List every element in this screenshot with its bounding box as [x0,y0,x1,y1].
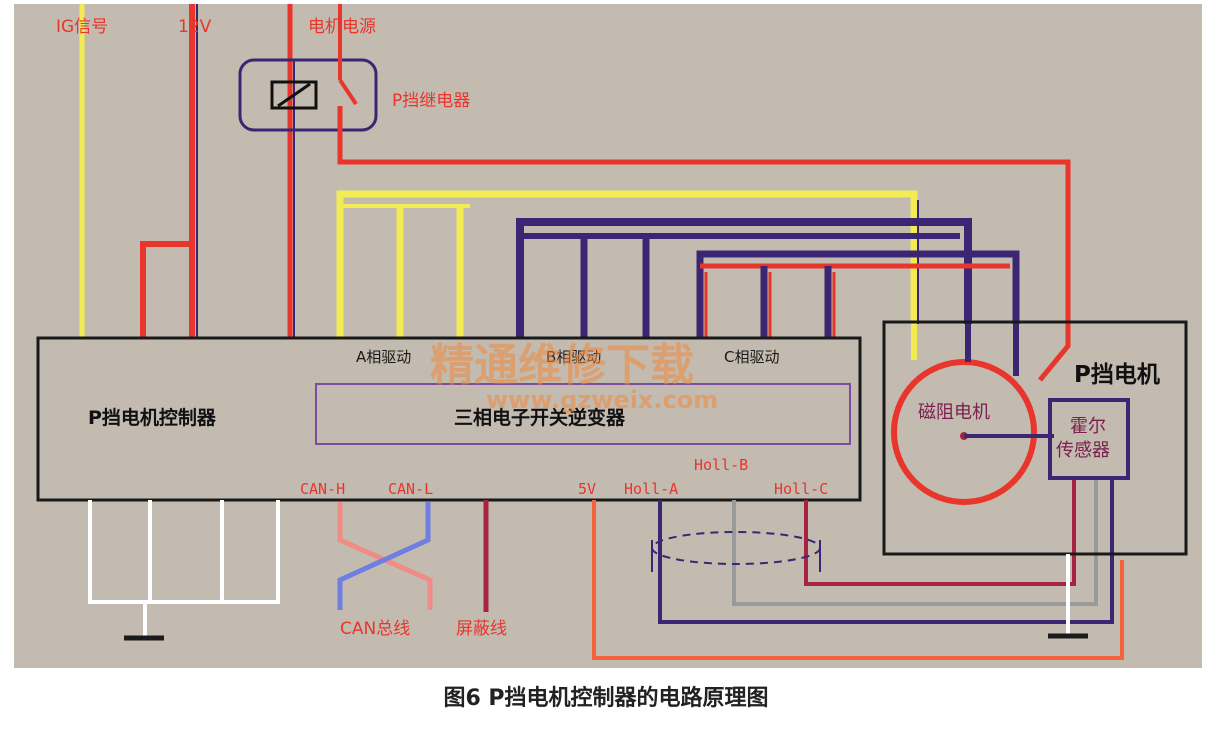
p-motor-box [882,320,1188,556]
diagram-background [14,4,1202,668]
figure-caption: 图6 P挡电机控制器的电路原理图 [443,686,769,711]
relay-contact-arm [338,78,358,106]
relay-output-wire [337,106,1071,382]
controller-box [36,336,862,502]
relay-box [238,58,378,132]
p-motor-title: P挡电机 [1074,362,1160,388]
relay-coil [270,80,318,110]
hall-c-wire [804,478,1076,586]
relay-label: P挡继电器 [392,91,470,111]
hall-a-label: Holl-A [624,480,678,498]
hall-a-wire [658,478,1114,624]
controller-ground-legs [88,500,280,604]
hall-b-wire [732,478,1098,606]
v12-branch [140,241,192,338]
motor-label: 磁阻电机 [918,402,990,423]
hall-sensor-box [1048,398,1130,480]
inverter-box [315,383,851,445]
phase-a-bus [336,190,918,380]
hall-c-label: Holl-C [774,480,828,498]
controller-title: P挡电机控制器 [88,406,217,429]
phase-b-bus [516,218,972,380]
motor-power-label: 电机电源 [308,17,376,37]
can-bus-label: CAN总线 [340,619,410,639]
watermark-url: www.gzweix.com [486,386,718,414]
v12-label: 12V [178,17,212,37]
can-l-label: CAN-L [388,480,433,498]
ig-signal-label: IG信号 [56,17,108,37]
v5-wire [592,500,1124,660]
circuit-diagram: IG信号 12V 电机电源 P挡继电器 A相驱动 B相驱动 C相驱动 P挡电机控… [14,4,1202,668]
watermark-title: 精通维修下载 [430,340,694,391]
v5-label: 5V [578,480,596,498]
phase-c-bus [696,250,1020,380]
hall-sensor-line2: 传感器 [1056,440,1110,461]
hall-b-label: Holl-B [694,456,748,474]
relay-coil-slash [277,82,311,108]
can-l-wire [337,502,431,610]
hall-sensor-line1: 霍尔 [1070,416,1106,437]
phase-c-label: C相驱动 [724,348,779,366]
inverter-label: 三相电子开关逆变器 [454,406,626,429]
reluctance-motor [891,359,1037,505]
phase-b-label: B相驱动 [546,348,601,366]
shield-wire-label: 屏蔽线 [456,619,507,639]
can-h-label: CAN-H [300,480,345,498]
phase-a-label: A相驱动 [356,348,411,366]
